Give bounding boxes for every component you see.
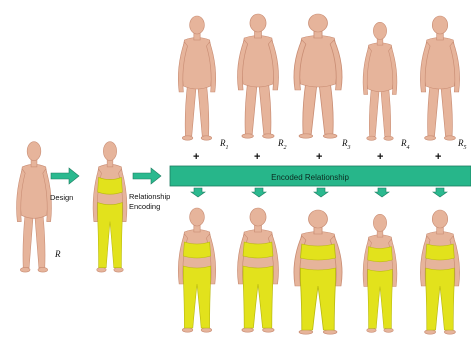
source-label: R [54,249,61,259]
retargeted-figure [294,210,342,334]
retargeted-figure [238,208,279,332]
target-body [363,22,397,140]
encoded-relationship-label: Encoded Relationship [271,173,349,182]
design-arrow [51,168,79,184]
designed-figure [93,142,127,272]
target-body [420,16,459,140]
target-body [178,16,215,140]
plus-symbol: + [316,151,322,163]
retargeted-figure [178,208,215,332]
target-body [238,14,279,138]
retargeted-figure [420,210,459,334]
target-label: R5 [457,138,467,151]
source-figure [17,142,52,272]
target-label: R1 [219,138,229,151]
encoding-step-label-line1: Relationship [129,192,170,201]
down-arrow [191,188,205,197]
plus-symbol: + [193,151,199,163]
plus-symbol: + [254,151,260,163]
encoding-step-label-line2: Encoding [129,202,160,211]
encoding-arrow [133,168,161,184]
target-label: R2 [277,138,287,151]
down-arrow [314,188,328,197]
down-arrow [433,188,447,197]
target-label: R3 [341,138,351,151]
design-step-label: Design [50,193,73,202]
plus-symbol: + [377,151,383,163]
target-label: R4 [400,138,410,151]
target-body [294,14,342,138]
down-arrow [252,188,266,197]
down-arrow [375,188,389,197]
retargeted-figure [363,214,397,332]
plus-symbol: + [435,151,441,163]
encoded-relationship-bar: Encoded Relationship [170,166,471,186]
